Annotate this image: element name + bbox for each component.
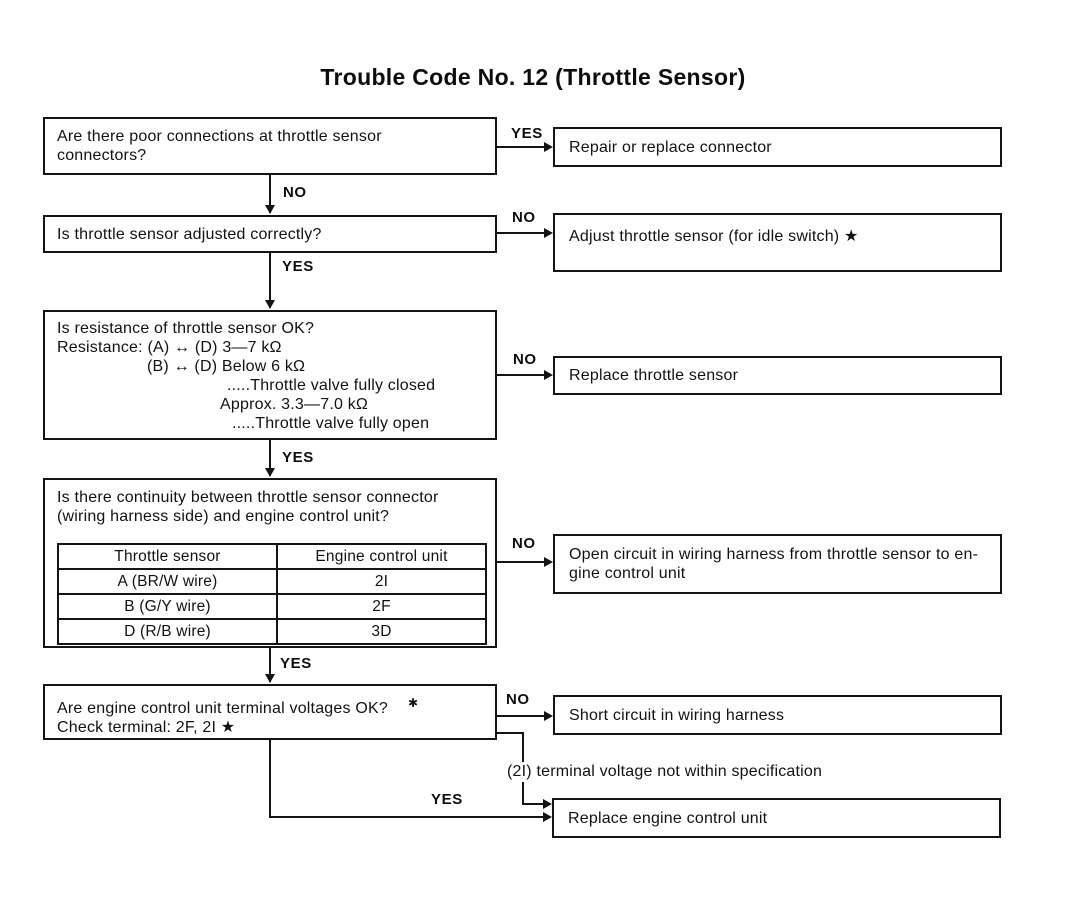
action-replace-ecu: Replace engine control unit (552, 798, 1001, 838)
branch-label-no: NO (503, 691, 533, 708)
text-line: connectors? (57, 147, 147, 164)
table-cell: D (R/B wire) (57, 618, 278, 645)
action-replace-throttle-sensor: Replace throttle sensor (553, 356, 1002, 395)
table-cell: B (G/Y wire) (57, 593, 278, 620)
connector-2i-stub (497, 732, 524, 734)
table-cell: 2F (276, 593, 487, 620)
arrow-right-icon (543, 812, 552, 822)
text-line: (B) ↔ (D) Below 6 kΩ (147, 358, 306, 375)
branch-label-yes: YES (279, 449, 317, 466)
arrow-down-icon (265, 674, 275, 683)
connector-q1-no-down (269, 175, 271, 213)
text-line: Short circuit in wiring harness (569, 706, 785, 724)
branch-label-no: NO (509, 535, 539, 552)
connector-q4-yes-down (269, 648, 271, 682)
asterisk-mark: ✱ (407, 696, 419, 710)
text-line: Repair or replace connector (569, 138, 772, 156)
text-line: Replace throttle sensor (569, 367, 739, 384)
continuity-table: Throttle sensor Engine control unit A (B… (57, 543, 487, 645)
branch-label-no: NO (510, 351, 540, 368)
text-line: Is throttle sensor adjusted correctly? (57, 226, 322, 243)
decision-resistance-ok: Is resistance of throttle sensor OK? Res… (43, 310, 497, 440)
text-line: Check terminal: 2F, 2I ★ (57, 719, 236, 736)
branch-label-no: NO (280, 184, 310, 201)
text-line: Is there continuity between throttle sen… (57, 489, 439, 506)
table-cell: 2I (276, 568, 487, 595)
text-line: Resistance: (A) ↔ (D) 3—7 kΩ (57, 339, 282, 356)
table-header-cell: Throttle sensor (57, 543, 278, 570)
table-cell: A (BR/W wire) (57, 568, 278, 595)
action-short-circuit: Short circuit in wiring harness (553, 695, 1002, 735)
connector-q2-no (497, 232, 546, 234)
text-line: Open circuit in wiring harness from thro… (569, 546, 979, 563)
table-row: D (R/B wire) 3D (57, 618, 487, 645)
branch-label-yes: YES (428, 791, 466, 808)
table-header-row: Throttle sensor Engine control unit (57, 543, 487, 570)
connector-2i-right (522, 803, 546, 805)
connector-q5-yes-down (269, 740, 271, 818)
arrow-right-icon (544, 142, 553, 152)
page-title: Trouble Code No. 12 (Throttle Sensor) (320, 64, 746, 90)
table-header-cell: Engine control unit (276, 543, 487, 570)
connector-q3-yes-down (269, 440, 271, 476)
action-repair-replace-connector: Repair or replace connector (553, 127, 1002, 167)
connector-q5-yes-right (269, 816, 546, 818)
branch-label-yes: YES (508, 125, 546, 142)
arrow-down-icon (265, 468, 275, 477)
action-adjust-throttle-sensor: Adjust throttle sensor (for idle switch)… (553, 213, 1002, 272)
text-line: .....Throttle valve fully closed (227, 377, 436, 394)
text-line: Adjust throttle sensor (for idle switch)… (569, 228, 859, 245)
table-row: A (BR/W wire) 2I (57, 568, 487, 595)
decision-terminal-voltages: Are engine control unit terminal voltage… (43, 684, 497, 740)
connector-q4-no (497, 561, 546, 563)
arrow-right-icon (544, 557, 553, 567)
action-open-circuit: Open circuit in wiring harness from thro… (553, 534, 1002, 594)
text-line: Is resistance of throttle sensor OK? (57, 320, 315, 337)
text-line: Are engine control unit terminal voltage… (57, 700, 388, 717)
arrow-right-icon (543, 799, 552, 809)
connector-q1-yes (497, 146, 546, 148)
arrow-right-icon (544, 370, 553, 380)
text-line: gine control unit (569, 565, 686, 582)
arrow-down-icon (265, 300, 275, 309)
arrow-right-icon (544, 711, 553, 721)
note-2i-terminal-voltage: (2I) terminal voltage not within specifi… (503, 762, 827, 782)
text-line: Are engine control unit terminal voltage… (57, 694, 483, 718)
table-cell: 3D (276, 618, 487, 645)
text-line: (wiring harness side) and engine control… (57, 508, 390, 525)
text-line: Replace engine control unit (568, 809, 768, 827)
connector-q5-no (497, 715, 546, 717)
arrow-right-icon (544, 228, 553, 238)
text-line: .....Throttle valve fully open (232, 415, 430, 432)
decision-sensor-adjusted: Is throttle sensor adjusted correctly? (43, 215, 497, 253)
text-line: Approx. 3.3—7.0 kΩ (220, 396, 369, 413)
connector-q2-yes-down (269, 253, 271, 308)
text-line: Are there poor connections at throttle s… (57, 128, 382, 145)
arrow-down-icon (265, 205, 275, 214)
connector-q3-no (497, 374, 546, 376)
decision-poor-connections: Are there poor connections at throttle s… (43, 117, 497, 175)
branch-label-no: NO (509, 209, 539, 226)
table-row: B (G/Y wire) 2F (57, 593, 487, 620)
branch-label-yes: YES (277, 655, 315, 672)
branch-label-yes: YES (279, 258, 317, 275)
